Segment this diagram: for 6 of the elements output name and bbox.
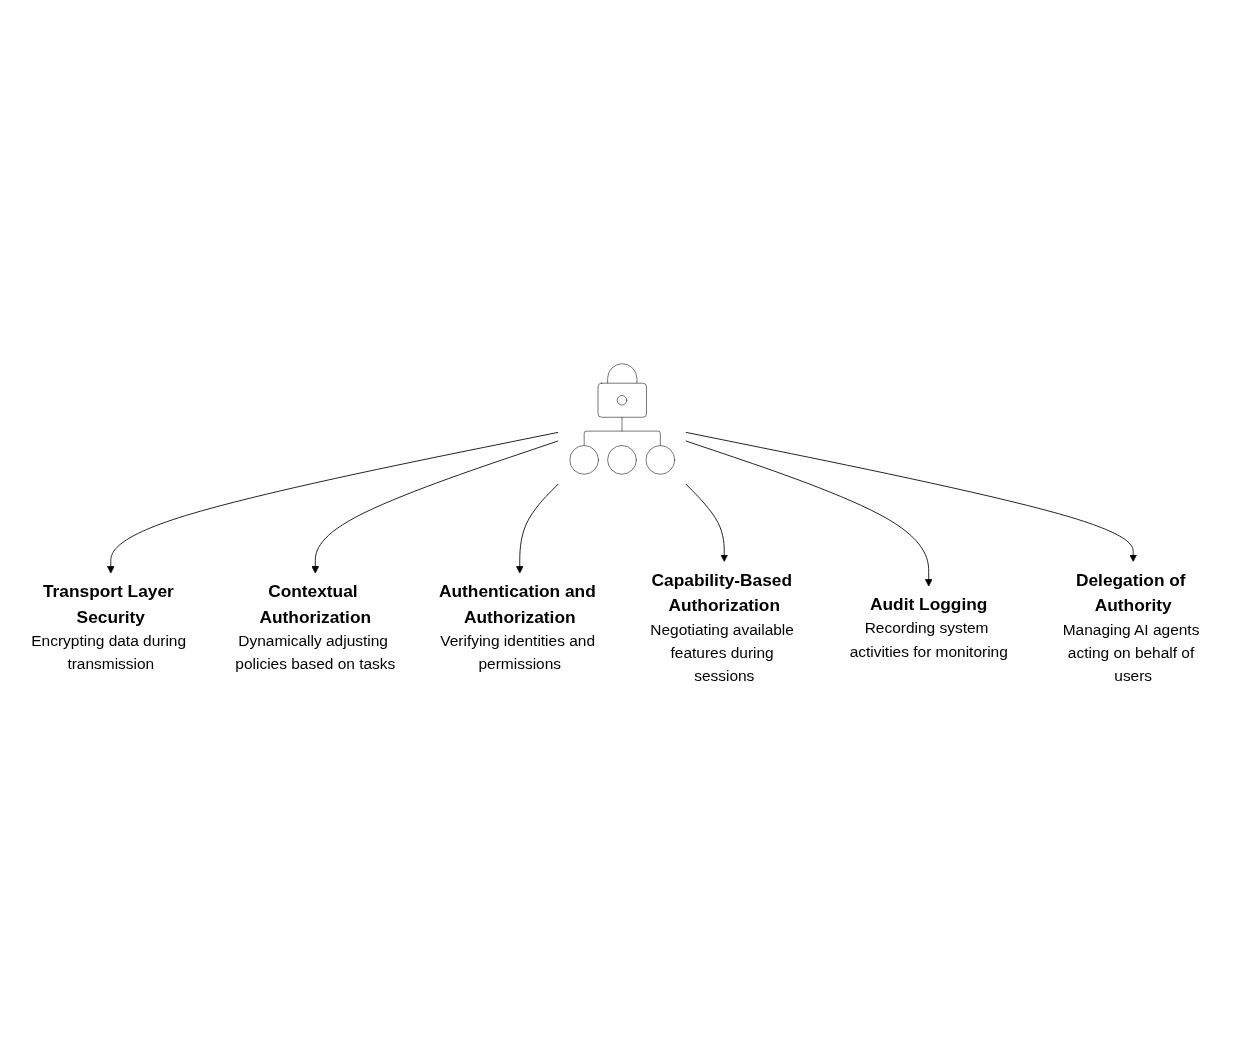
node-text: Contextual Authorization Dynamically adjusting policies based on tasks — [235, 581, 396, 673]
node-text: Audit Logging Recording system activities for monitoring — [849, 594, 1008, 660]
node-text: Capability-Based Authorization Negotiating available features during sessions — [650, 569, 794, 685]
node-text: Delegation of Authority Managing AI agents acting on behalf of users — [1062, 569, 1200, 685]
node-text: Authentication and Authorization Verifying identities and permissions — [438, 581, 596, 673]
node-text: Transport Layer Security Encrypting data during transmission — [31, 581, 187, 673]
